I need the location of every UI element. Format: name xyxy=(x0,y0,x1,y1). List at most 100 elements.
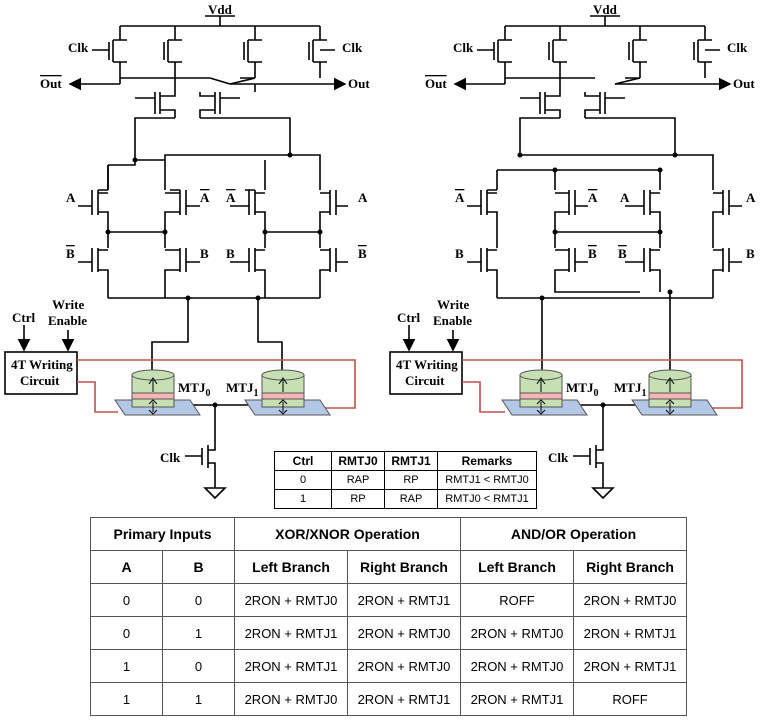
table-cell: 0 xyxy=(162,649,235,683)
xor-xnor-header: XOR/XNOR Operation xyxy=(234,517,461,551)
circuit-diagram: Vdd Clk Clk Out Out A A A A B B B B Ctrl… xyxy=(4,2,756,500)
left-writing-circuit xyxy=(4,351,78,395)
table-cell: RMTJ1 < RMTJ0 xyxy=(437,470,537,490)
table-cell: 2RON + RMTJ0 xyxy=(460,649,574,683)
table-cell: 2RON + RMTJ0 xyxy=(234,583,348,617)
operations-table: Primary Inputs XOR/XNOR Operation AND/OR… xyxy=(90,517,688,716)
table-row: 0 0 2RON + RMTJ0 2RON + RMTJ1 ROFF 2RON … xyxy=(90,583,688,617)
right-clk-bottom-label: Clk xyxy=(548,450,569,465)
left-clk-label-2: Clk xyxy=(342,40,363,55)
rmtj0-col-header: RMTJ0 xyxy=(331,451,385,471)
right-dots xyxy=(517,152,678,408)
table-cell: RP xyxy=(384,470,438,490)
left-writer-label-2: Circuit xyxy=(20,373,60,388)
table-cell: 2RON + RMTJ1 xyxy=(460,682,574,716)
table-cell: 1 xyxy=(90,682,163,716)
left-mtj1 xyxy=(261,369,305,415)
table-cell: 2RON + RMTJ1 xyxy=(572,649,688,683)
left-writer-label-1: 4T Writing xyxy=(11,357,73,372)
right-b-bar-label-1: B xyxy=(588,246,597,261)
table-cell: ROFF xyxy=(572,682,688,716)
table-cell: 0 xyxy=(274,470,332,490)
table-cell: 2RON + RMTJ0 xyxy=(347,649,461,683)
right-a-label-1: A xyxy=(620,190,630,205)
left-ctrl-label: Ctrl xyxy=(12,310,35,325)
right-enable-label: Enable xyxy=(433,313,472,328)
and-left-branch-header: Left Branch xyxy=(460,550,574,584)
table-cell: RP xyxy=(331,489,385,509)
right-a-bar-label-1: A xyxy=(455,190,465,205)
left-vdd-label: Vdd xyxy=(208,2,233,17)
right-out-bar-label: Out xyxy=(425,76,447,91)
table-cell: 1 xyxy=(274,489,332,509)
right-a-bar-label-2: A xyxy=(588,190,598,205)
table-cell: RMTJ0 < RMTJ1 xyxy=(437,489,537,509)
ops-sub-header-row: A B Left Branch Right Branch Left Branch… xyxy=(90,550,688,584)
left-a-bar-label-2: A xyxy=(226,190,236,205)
right-clk-label-2: Clk xyxy=(727,40,748,55)
left-mtj0-label: MTJ0 xyxy=(178,380,210,399)
table-cell: 2RON + RMTJ1 xyxy=(572,616,688,650)
right-ctrl-label: Ctrl xyxy=(397,310,420,325)
left-b-label-1: B xyxy=(200,246,209,261)
table-cell: 1 xyxy=(162,682,235,716)
table-cell: 2RON + RMTJ1 xyxy=(234,649,348,683)
b-col-header: B xyxy=(162,550,235,584)
table-cell: ROFF xyxy=(460,583,574,617)
left-dots xyxy=(105,152,323,408)
right-b-label-2: B xyxy=(746,246,755,261)
a-col-header: A xyxy=(90,550,163,584)
ops-group-header-row: Primary Inputs XOR/XNOR Operation AND/OR… xyxy=(90,517,688,551)
table-cell: 2RON + RMTJ0 xyxy=(347,616,461,650)
right-out-label: Out xyxy=(733,76,755,91)
right-mtj1-label: MTJ1 xyxy=(614,380,646,399)
table-cell: 2RON + RMTJ0 xyxy=(234,682,348,716)
table-cell: 0 xyxy=(90,616,163,650)
ctrl-table: Ctrl RMTJ0 RMTJ1 Remarks 0 RAP RP RMTJ1 … xyxy=(274,451,537,509)
table-cell: 2RON + RMTJ1 xyxy=(234,616,348,650)
rmtj1-col-header: RMTJ1 xyxy=(384,451,438,471)
right-a-label-2: A xyxy=(746,190,756,205)
table-cell: 0 xyxy=(162,583,235,617)
and-right-branch-header: Right Branch xyxy=(572,550,688,584)
table-cell: 2RON + RMTJ1 xyxy=(347,583,461,617)
xor-right-branch-header: Right Branch xyxy=(347,550,461,584)
table-cell: 2RON + RMTJ0 xyxy=(572,583,688,617)
left-out-bar-label: Out xyxy=(40,76,62,91)
right-writer-label-1: 4T Writing xyxy=(396,357,458,372)
table-cell: RAP xyxy=(384,489,438,509)
table-row: 0 RAP RP RMTJ1 < RMTJ0 xyxy=(274,470,537,490)
right-vdd-label: Vdd xyxy=(593,2,618,17)
xor-left-branch-header: Left Branch xyxy=(234,550,348,584)
table-row: 1 RP RAP RMTJ0 < RMTJ1 xyxy=(274,489,537,509)
right-b-label-1: B xyxy=(455,246,464,261)
left-a-label-2: A xyxy=(358,190,368,205)
table-row: 1 0 2RON + RMTJ1 2RON + RMTJ0 2RON + RMT… xyxy=(90,649,688,683)
right-writing-circuit xyxy=(389,351,463,395)
table-cell: 1 xyxy=(162,616,235,650)
table-cell: 2RON + RMTJ0 xyxy=(460,616,574,650)
left-circuit xyxy=(17,15,348,500)
left-a-bar-label-1: A xyxy=(200,190,210,205)
left-a-label-1: A xyxy=(66,190,76,205)
ctrl-col-header: Ctrl xyxy=(274,451,332,471)
left-write-label: Write xyxy=(52,297,84,312)
left-clk-bottom-label: Clk xyxy=(160,450,181,465)
right-mtj1 xyxy=(648,369,692,415)
left-b-bar-label-2: B xyxy=(358,246,367,261)
table-row: 1 1 2RON + RMTJ0 2RON + RMTJ1 2RON + RMT… xyxy=(90,682,688,716)
table-cell: RAP xyxy=(331,470,385,490)
primary-inputs-header: Primary Inputs xyxy=(90,517,235,551)
right-writer-label-2: Circuit xyxy=(405,373,445,388)
left-enable-label: Enable xyxy=(48,313,87,328)
left-b-label-2: B xyxy=(226,246,235,261)
right-write-label: Write xyxy=(437,297,469,312)
and-or-header: AND/OR Operation xyxy=(459,517,688,551)
left-mtj0 xyxy=(131,369,175,415)
left-mtj1-label: MTJ1 xyxy=(226,380,258,399)
left-clk-label-1: Clk xyxy=(68,40,89,55)
table-cell: 0 xyxy=(90,583,163,617)
remarks-col-header: Remarks xyxy=(437,451,537,471)
right-b-bar-label-2: B xyxy=(618,246,627,261)
table-cell: 2RON + RMTJ1 xyxy=(347,682,461,716)
